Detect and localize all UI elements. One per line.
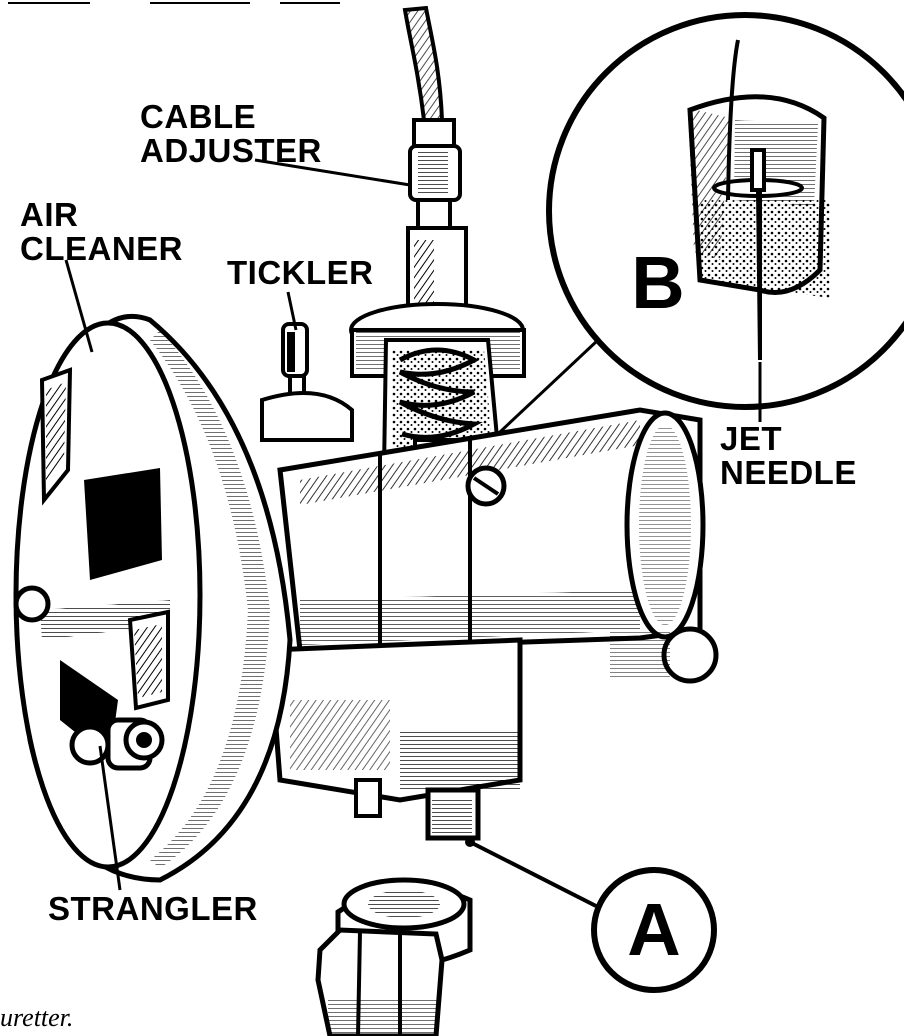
- label-air-cleaner-line1: AIR: [20, 196, 79, 233]
- figure-caption-fragment: uretter.: [0, 1003, 74, 1032]
- tickler-button: [260, 322, 354, 442]
- cable-adjuster: [408, 118, 462, 232]
- label-air-cleaner-line2: CLEANER: [20, 230, 184, 267]
- label-strangler: STRANGLER: [48, 890, 258, 927]
- label-jet-needle-line2: NEEDLE: [720, 454, 857, 491]
- label-jet-needle: JET NEEDLE: [720, 422, 857, 490]
- intake-body: [277, 407, 706, 653]
- float-bowl: [267, 637, 523, 841]
- main-jet-part: [315, 877, 473, 1036]
- label-cable-adjuster-line2: ADJUSTER: [140, 132, 322, 169]
- label-cable-adjuster: CABLE ADJUSTER: [140, 100, 322, 168]
- leader-lines: [64, 158, 762, 908]
- detail-inset-b: [546, 12, 904, 410]
- label-cable-adjuster-line1: CABLE: [140, 98, 257, 135]
- label-air-cleaner: AIR CLEANER: [20, 198, 183, 266]
- callout-circle-a: [591, 867, 717, 993]
- strangler-lever: [69, 717, 165, 771]
- label-tickler: TICKLER: [227, 254, 374, 291]
- callout-a-letter: A: [627, 888, 681, 971]
- callout-b-letter: B: [631, 241, 685, 324]
- throttle-cable: [402, 5, 445, 122]
- air-cleaner: [13, 313, 293, 883]
- label-jet-needle-line1: JET: [720, 420, 783, 457]
